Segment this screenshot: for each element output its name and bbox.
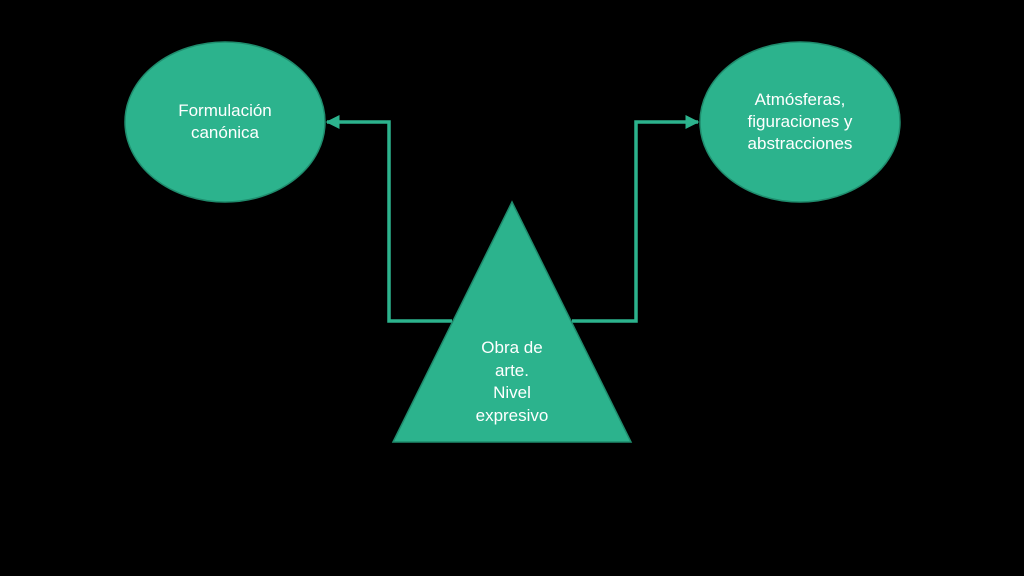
node-center-triangle bbox=[391, 200, 633, 443]
node-right-label: Atmósferas, figuraciones y abstracciones bbox=[747, 90, 853, 153]
connector-to-right bbox=[572, 115, 700, 323]
node-left-label: Formulación canónica bbox=[178, 101, 272, 142]
node-left-ellipse bbox=[124, 41, 326, 203]
node-right-ellipse bbox=[699, 41, 901, 203]
connector-to-left bbox=[325, 115, 452, 323]
node-center-label: Obra de arte. Nivel expresivo bbox=[475, 338, 549, 425]
